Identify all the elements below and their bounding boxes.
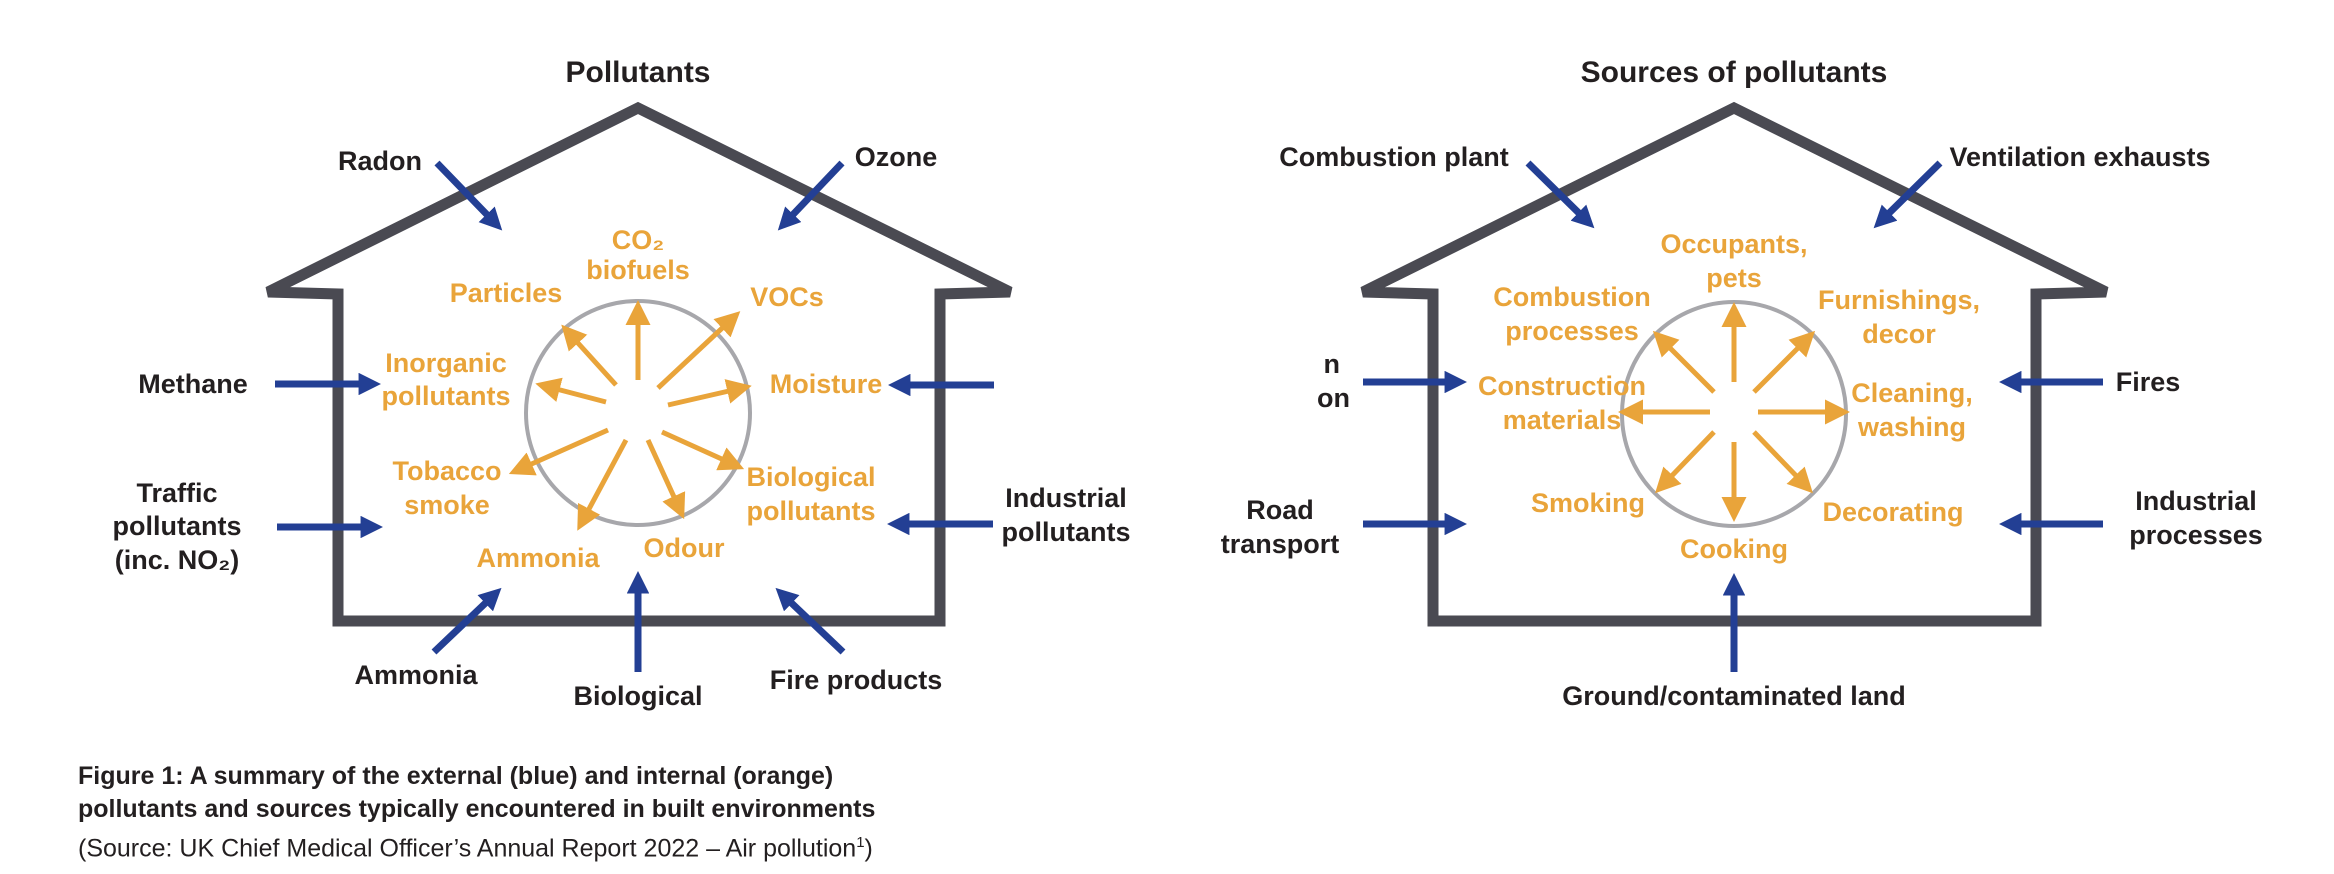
right-diagram: Sources of pollutants Combustion plant V… — [1221, 56, 2263, 711]
label-cleaning-1: Cleaning, — [1851, 378, 1973, 408]
left-house-outline — [265, 101, 1013, 627]
label-traffic-1: Traffic — [136, 478, 217, 508]
left-internal-arrows — [508, 300, 752, 531]
right-internal-labels: Occupants, pets Combustion processes Fur… — [1478, 229, 1980, 564]
label-fire-products: Fire products — [770, 665, 943, 695]
label-inorganic-1: Inorganic — [385, 348, 507, 378]
caption-footnote: 1 — [856, 834, 865, 851]
label-odour: Odour — [644, 533, 725, 563]
label-decorating: Decorating — [1822, 497, 1963, 527]
label-furnishings-1: Furnishings, — [1818, 285, 1980, 315]
label-methane: Methane — [138, 369, 248, 399]
label-ozone: Ozone — [855, 142, 938, 172]
label-cooking: Cooking — [1680, 534, 1788, 564]
label-partial-2: on — [1317, 383, 1350, 413]
label-construction-1: Construction — [1478, 371, 1646, 401]
label-furnishings-2: decor — [1862, 319, 1936, 349]
label-combustion-plant: Combustion plant — [1279, 142, 1508, 172]
left-internal-labels: CO₂ biofuels Particles VOCs Inorganic po… — [382, 225, 883, 573]
label-moisture: Moisture — [770, 369, 883, 399]
right-external-arrows — [1363, 160, 2103, 672]
label-cleaning-2: washing — [1857, 412, 1966, 442]
label-partial-1: n — [1324, 349, 1341, 379]
label-traffic-3: (inc. NO₂) — [115, 545, 240, 575]
left-external-arrows — [275, 160, 994, 672]
caption-source: (Source: UK Chief Medical Officer’s Annu… — [78, 834, 857, 863]
right-title: Sources of pollutants — [1581, 56, 1888, 89]
left-title: Pollutants — [565, 56, 710, 89]
label-radon: Radon — [338, 146, 422, 176]
label-combustion-processes-2: processes — [1505, 316, 1639, 346]
right-house-outline — [1360, 101, 2109, 627]
label-smoking: Smoking — [1531, 488, 1645, 518]
label-biofuels: biofuels — [586, 255, 690, 285]
label-industrial-processes-1: Industrial — [2135, 486, 2257, 516]
label-tobacco-1: Tobacco — [392, 456, 501, 486]
label-tobacco-2: smoke — [404, 490, 490, 520]
caption-line-1: Figure 1: A summary of the external (blu… — [78, 762, 834, 790]
label-occupants-2: pets — [1706, 263, 1762, 293]
label-traffic-2: pollutants — [113, 511, 242, 541]
label-ventilation-exhausts: Ventilation exhausts — [1949, 142, 2210, 172]
caption-line-3: (Source: UK Chief Medical Officer’s Annu… — [78, 826, 875, 865]
left-external-labels: Radon Ozone Methane Traffic pollutants (… — [113, 142, 1131, 711]
label-industrial-processes-2: processes — [2129, 520, 2263, 550]
label-road-1: Road — [1246, 495, 1314, 525]
label-road-2: transport — [1221, 529, 1340, 559]
label-ground-contaminated-land: Ground/contaminated land — [1562, 681, 1906, 711]
label-industrial-1: Industrial — [1005, 483, 1127, 513]
label-fires: Fires — [2116, 367, 2181, 397]
label-inorganic-2: pollutants — [382, 381, 511, 411]
caption-line-2: pollutants and sources typically encount… — [78, 795, 876, 823]
figure-caption: Figure 1: A summary of the external (blu… — [78, 760, 875, 865]
label-occupants-1: Occupants, — [1660, 229, 1807, 259]
label-ammonia-external: Ammonia — [354, 660, 478, 690]
right-external-labels: Combustion plant Ventilation exhausts n … — [1221, 142, 2263, 711]
label-combustion-processes-1: Combustion — [1493, 282, 1650, 312]
caption-close: ) — [864, 834, 873, 863]
label-biological-external: Biological — [573, 681, 702, 711]
label-particles: Particles — [450, 278, 563, 308]
label-biological-internal-1: Biological — [746, 462, 875, 492]
left-diagram: Pollutants Radon Ozone — [113, 56, 1131, 711]
label-ammonia-internal: Ammonia — [476, 543, 600, 573]
label-co2: CO₂ — [612, 225, 665, 255]
label-vocs: VOCs — [750, 282, 824, 312]
label-biological-internal-2: pollutants — [747, 496, 876, 526]
right-internal-arrows — [1618, 302, 1850, 522]
label-construction-2: materials — [1503, 405, 1622, 435]
label-industrial-2: pollutants — [1002, 517, 1131, 547]
